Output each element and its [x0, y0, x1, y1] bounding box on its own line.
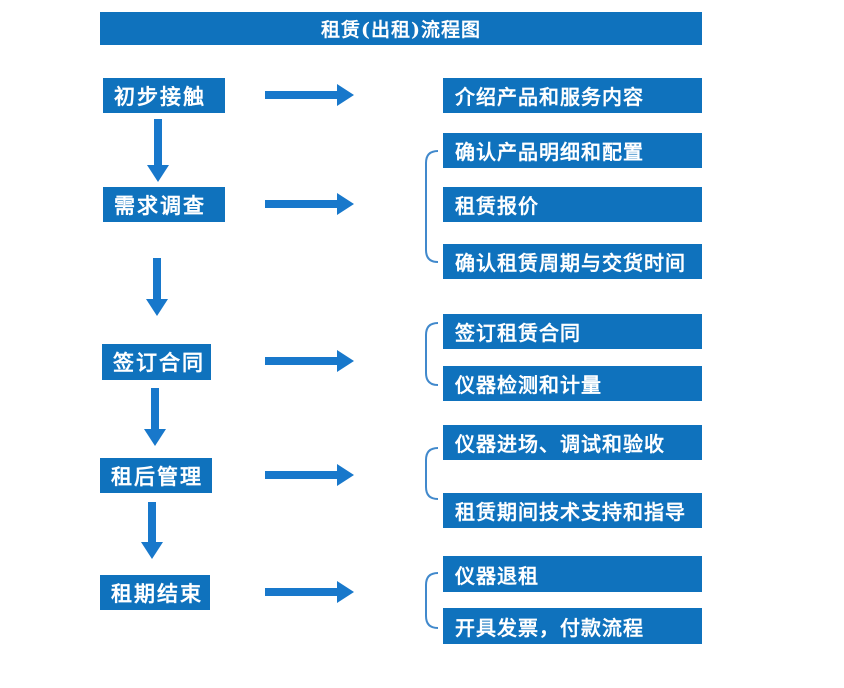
group-bracket-icon	[423, 322, 439, 386]
down-arrow-icon	[147, 119, 169, 182]
down-arrow-icon	[146, 258, 168, 316]
output-box-sign-rental-contract: 签订租赁合同	[443, 314, 702, 349]
group-bracket-icon	[423, 572, 439, 629]
right-arrow-icon	[265, 84, 354, 106]
stage-box-post-rental-management: 租后管理	[100, 458, 212, 493]
right-arrow-icon	[265, 581, 354, 603]
output-box-introduce-products-services: 介绍产品和服务内容	[443, 78, 702, 113]
group-bracket-icon	[423, 447, 439, 500]
stage-box-rental-end: 租期结束	[100, 575, 210, 610]
flowchart-title: 租赁(出租)流程图	[100, 12, 702, 45]
down-arrow-icon	[144, 388, 166, 446]
output-box-confirm-product-details: 确认产品明细和配置	[443, 133, 702, 168]
output-box-invoice-payment-process: 开具发票，付款流程	[443, 608, 702, 644]
output-box-confirm-rental-period-delivery: 确认租赁周期与交货时间	[443, 244, 702, 279]
output-box-rental-technical-support: 租赁期间技术支持和指导	[443, 493, 702, 528]
stage-box-initial-contact: 初步接触	[103, 78, 225, 113]
down-arrow-icon	[141, 502, 163, 559]
output-box-instrument-testing-metering: 仪器检测和计量	[443, 366, 702, 401]
stage-box-demand-survey: 需求调查	[103, 187, 225, 222]
output-box-instrument-entry-debug-acceptance: 仪器进场、调试和验收	[443, 425, 702, 460]
right-arrow-icon	[265, 464, 354, 486]
group-bracket-icon	[423, 150, 439, 263]
output-box-instrument-return: 仪器退租	[443, 556, 702, 592]
stage-box-sign-contract: 签订合同	[102, 344, 211, 380]
right-arrow-icon	[265, 350, 354, 372]
output-box-rental-quotation: 租赁报价	[443, 187, 702, 222]
right-arrow-icon	[265, 193, 354, 215]
